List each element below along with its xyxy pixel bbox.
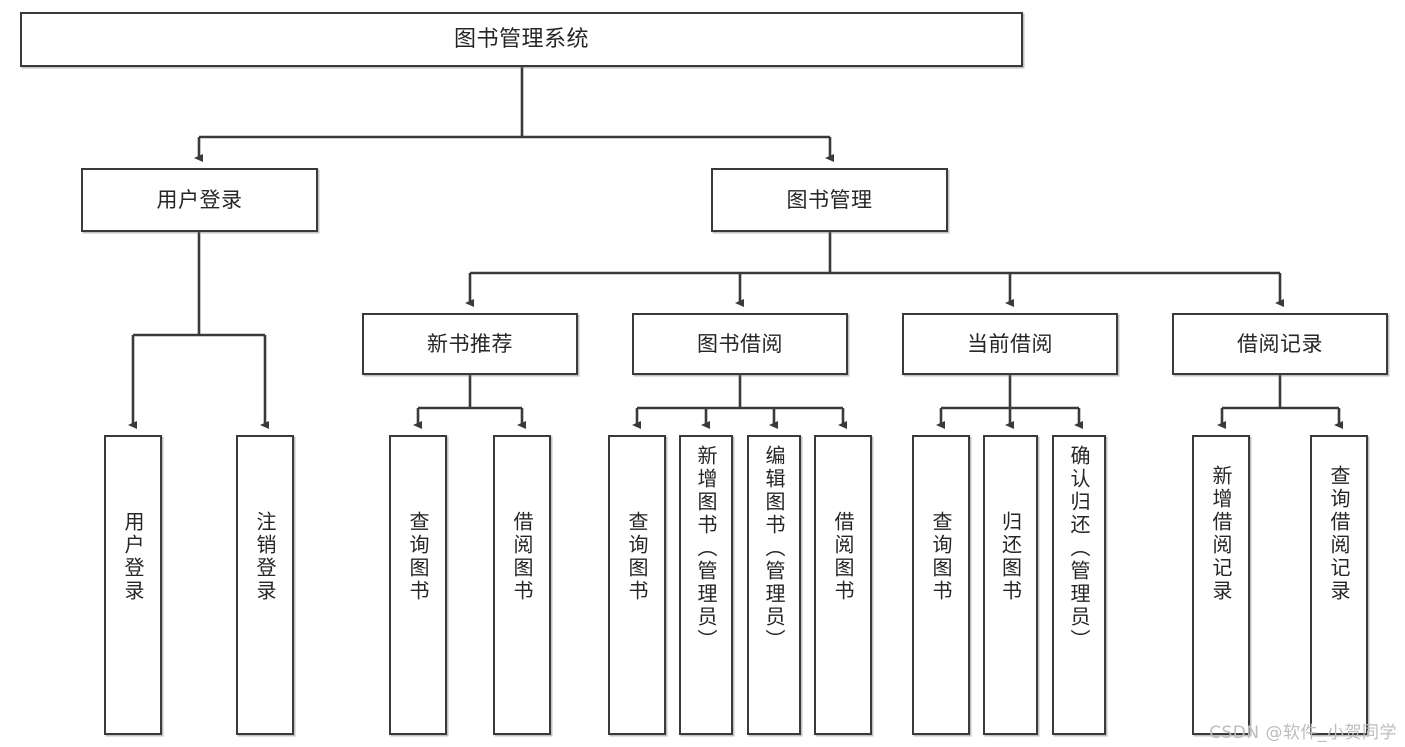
node-leaf-user-logout-label: 注销登录	[253, 511, 277, 603]
node-new-book-recommend[interactable]: 新书推荐	[362, 313, 578, 375]
node-leaf-query-book-3[interactable]: 查询图书	[912, 435, 970, 735]
node-leaf-user-login-label: 用户登录	[121, 511, 145, 603]
node-leaf-query-record-label: 查询借阅记录	[1327, 465, 1351, 603]
node-root[interactable]: 图书管理系统	[20, 12, 1023, 67]
node-leaf-query-book-2-label: 查询图书	[625, 511, 649, 603]
node-new-book-recommend-label: 新书推荐	[427, 331, 513, 356]
watermark: CSDN @软件_小贺同学	[1209, 723, 1397, 743]
node-user-login-label: 用户登录	[156, 187, 243, 212]
node-current-borrow-label: 当前借阅	[967, 331, 1053, 356]
node-leaf-query-book-2[interactable]: 查询图书	[608, 435, 666, 735]
node-leaf-add-book[interactable]: 新增图书（管理员）	[679, 435, 733, 735]
node-book-borrow[interactable]: 图书借阅	[632, 313, 848, 375]
node-leaf-add-record-label: 新增借阅记录	[1209, 465, 1233, 603]
node-current-borrow[interactable]: 当前借阅	[902, 313, 1118, 375]
node-leaf-borrow-book-1-label: 借阅图书	[510, 511, 534, 603]
node-leaf-confirm-return[interactable]: 确认归还（管理员）	[1052, 435, 1106, 735]
node-leaf-user-login[interactable]: 用户登录	[104, 435, 162, 735]
node-leaf-user-logout[interactable]: 注销登录	[236, 435, 294, 735]
node-book-manage-label: 图书管理	[786, 187, 873, 212]
node-leaf-confirm-return-label: 确认归还（管理员）	[1067, 445, 1091, 652]
node-leaf-return-book[interactable]: 归还图书	[983, 435, 1038, 735]
node-leaf-borrow-book-2[interactable]: 借阅图书	[814, 435, 872, 735]
node-leaf-borrow-book-1[interactable]: 借阅图书	[493, 435, 551, 735]
node-leaf-query-record[interactable]: 查询借阅记录	[1310, 435, 1368, 735]
node-leaf-add-book-label: 新增图书（管理员）	[694, 445, 718, 652]
node-root-label: 图书管理系统	[453, 26, 589, 52]
node-leaf-borrow-book-2-label: 借阅图书	[831, 511, 855, 603]
node-leaf-query-book-1-label: 查询图书	[406, 511, 430, 603]
node-leaf-add-record[interactable]: 新增借阅记录	[1192, 435, 1250, 735]
node-leaf-edit-book-label: 编辑图书（管理员）	[762, 445, 786, 652]
node-book-manage[interactable]: 图书管理	[711, 168, 948, 232]
node-leaf-return-book-label: 归还图书	[998, 511, 1023, 603]
node-user-login[interactable]: 用户登录	[81, 168, 318, 232]
node-borrow-record[interactable]: 借阅记录	[1172, 313, 1388, 375]
node-leaf-query-book-1[interactable]: 查询图书	[389, 435, 447, 735]
node-leaf-query-book-3-label: 查询图书	[929, 511, 953, 603]
node-leaf-edit-book[interactable]: 编辑图书（管理员）	[747, 435, 801, 735]
node-borrow-record-label: 借阅记录	[1237, 331, 1323, 356]
node-book-borrow-label: 图书借阅	[697, 331, 783, 356]
